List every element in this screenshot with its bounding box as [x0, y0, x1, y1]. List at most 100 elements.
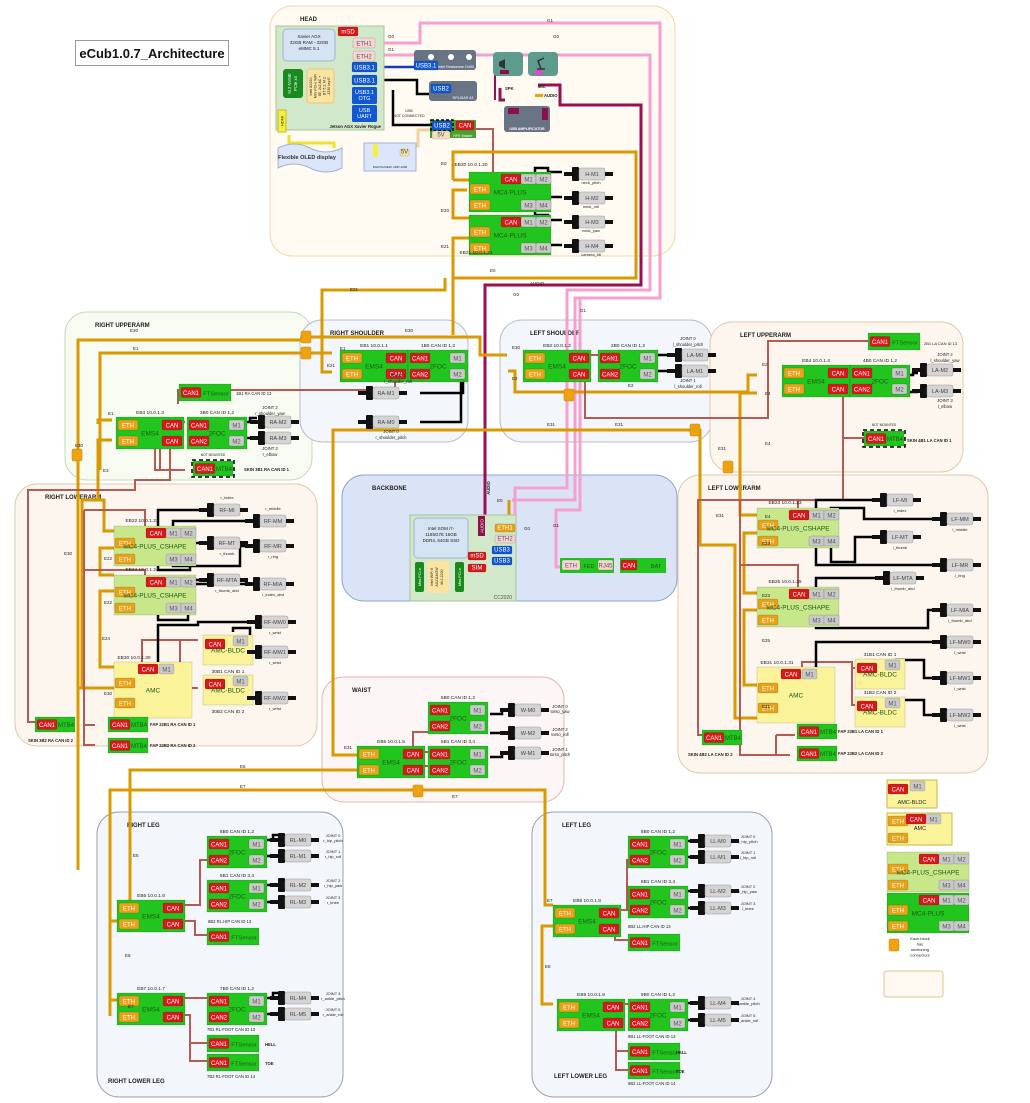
- motor-shaft-end: [311, 838, 319, 842]
- motor-shaft: [270, 838, 278, 842]
- cable-label: E30: [512, 345, 521, 350]
- motor-port-label: M2: [957, 899, 966, 905]
- motor-shaft-end: [731, 1001, 739, 1005]
- legend-mc4plus-label: MC4-PLUS: [912, 911, 946, 918]
- eth-cable-e7: [108, 788, 553, 1016]
- motor-shaft-end: [708, 353, 716, 357]
- motor-shaft-end: [240, 541, 248, 545]
- can-port-label: CAN: [861, 705, 874, 711]
- motor-joint: l_knee: [742, 906, 755, 911]
- motor-joint: l_shoulder_pitch: [673, 342, 704, 347]
- can-port: [204, 638, 226, 650]
- motor-cap: [258, 415, 265, 429]
- motor-id: RF-MR: [264, 544, 282, 550]
- motor-joint: JOINT 4: [326, 991, 342, 996]
- eth-port: [118, 1011, 140, 1023]
- can-port: [568, 368, 590, 380]
- cable-label: E30: [104, 691, 113, 696]
- motor-shaft: [690, 1001, 698, 1005]
- fed-rj45-port-label: RJ45: [598, 564, 613, 570]
- motor-joint: JOINT 1: [741, 850, 757, 855]
- ft-position: TOE: [265, 1061, 274, 1066]
- board-address: EB2 10.0.1.2: [543, 343, 571, 349]
- rfe-usb-dashed: [430, 119, 454, 132]
- motor-shaft-end: [605, 244, 613, 248]
- motor-port: [535, 242, 552, 254]
- can-port: [629, 888, 651, 900]
- board-can-id: 3B0 CAN ID 1,2: [200, 410, 234, 416]
- cable-label: E7: [128, 1004, 134, 1009]
- motor-shaft: [358, 420, 366, 424]
- can-port-label: CAN1: [868, 437, 885, 443]
- motor-id: RA-M2: [269, 420, 286, 426]
- cable-label: E25: [762, 638, 771, 643]
- audio-label: AUDIO: [544, 93, 558, 98]
- cable-label-e0: E0: [441, 161, 447, 166]
- region-right-leg-title: RIGHT LEG: [127, 823, 160, 829]
- motor-shaft-end: [973, 608, 981, 612]
- can-port-label: CAN1: [211, 935, 228, 941]
- motor-port: [180, 527, 197, 539]
- eth-cable-e1: [98, 351, 332, 470]
- wifi-card: [306, 68, 335, 104]
- speaker-port: [500, 70, 509, 74]
- xavier-spec: eMMC 5.1: [299, 46, 320, 51]
- can-port: [194, 463, 216, 474]
- cable-label: E2: [512, 376, 518, 381]
- region-backbone-title: BACKBONE: [372, 486, 407, 492]
- eth-port-label: ETH: [892, 837, 904, 843]
- can-port-label: CAN: [603, 928, 616, 934]
- motor-id: LA-M0: [687, 353, 703, 359]
- cable-label: AUDIO: [530, 281, 545, 286]
- minipcie-label: Mini-PCI-e: [418, 568, 422, 586]
- motor-id: LF-MI: [893, 498, 908, 504]
- motor-id: RF-MW2: [264, 696, 286, 702]
- motor-port-label: M1: [252, 1000, 261, 1006]
- motor-port: [669, 888, 686, 900]
- eth-port: [358, 764, 380, 776]
- amc-bldc-board-30b1-label: AMC-BLDC: [211, 648, 245, 655]
- can-port-label: CAN1: [801, 752, 818, 758]
- amp-mic-port: [542, 108, 548, 120]
- motor-shaft: [932, 563, 940, 567]
- can-port: [869, 336, 891, 347]
- can-cable-head: [475, 128, 494, 178]
- motor-port-label: M1: [929, 818, 938, 824]
- can-port: [137, 663, 159, 675]
- legend-connector-note: connectors: [910, 953, 930, 958]
- amp-spk-port: [508, 108, 519, 114]
- not-mounted-label: NOT MOUNTED: [872, 423, 897, 427]
- wifi-label: BT 5.2, M.2: [323, 77, 327, 95]
- region-head-title: HEAD: [300, 17, 318, 23]
- eth-port: [469, 183, 491, 195]
- motor-joint: JOINT 3: [326, 895, 342, 900]
- realsense-usb-port-label: USB3.1: [416, 64, 437, 70]
- oled-label: Flexible OLED display: [278, 155, 337, 161]
- ems4-board-eb2-label: EMS4: [548, 364, 566, 371]
- can-port-label: CAN: [607, 1006, 620, 1012]
- usb-uart-label: USB: [359, 108, 371, 114]
- can-port-label: CAN2: [632, 909, 649, 915]
- ft-can-id: 7B1 RL-FOOT CAN ID 13: [207, 1027, 256, 1032]
- eth-port-label: ETH: [762, 524, 774, 530]
- ft-position: HELL: [265, 1042, 276, 1047]
- cable-label: E31: [762, 704, 771, 709]
- motor-port-label: M1: [473, 709, 482, 715]
- can-port-label: CAN1: [211, 1061, 228, 1067]
- motor-shaft-end: [288, 650, 296, 654]
- usb-uart-label: UART: [357, 114, 373, 120]
- motor-id: W-M2: [521, 731, 536, 737]
- motor-shaft-end: [953, 368, 961, 372]
- cable-label: E31: [615, 422, 624, 427]
- can-port: [865, 433, 887, 444]
- board-address: EB7 10.0.1.7: [137, 986, 165, 992]
- can-cable: [83, 510, 95, 746]
- eth-port: [117, 419, 139, 431]
- eth-port-label: ETH: [762, 540, 774, 546]
- board-can-id: 31B2 CAN ID 2: [864, 690, 897, 696]
- usb31-port-b: [351, 74, 378, 86]
- motor-port: [953, 920, 970, 932]
- can-port: [429, 704, 451, 716]
- board-address: EB8 10.0.1.8: [573, 898, 601, 904]
- motor-id: LF-MW2: [949, 713, 970, 719]
